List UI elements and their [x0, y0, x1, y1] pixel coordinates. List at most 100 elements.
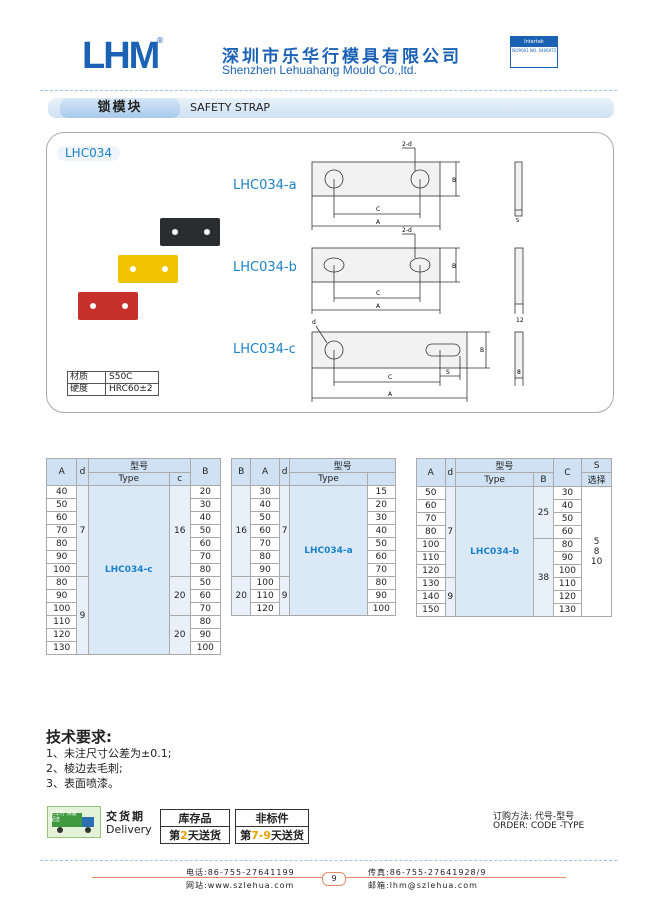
- cell: 120: [45, 628, 78, 642]
- cell: 130: [45, 641, 78, 655]
- drawing-a: [311, 147, 523, 230]
- registered-mark: ®: [156, 36, 164, 45]
- cell: 110: [250, 589, 280, 603]
- col-b: B: [230, 458, 252, 486]
- custom-days: 第7-9天送货: [236, 827, 308, 843]
- cell: 100: [45, 602, 78, 616]
- cell: 7: [278, 485, 291, 577]
- dim-s-c: S: [446, 369, 450, 376]
- dim-c-c: C: [388, 374, 392, 381]
- variant-label-b: LHC034-b: [233, 260, 297, 275]
- hardness-label: 硬度: [68, 384, 106, 395]
- stock-title: 库存品: [161, 810, 229, 827]
- col-a: A: [45, 458, 78, 486]
- cell: 20: [189, 485, 222, 499]
- delivery-label-en: Delivery: [106, 823, 152, 836]
- footer-rule-left: [92, 877, 322, 878]
- cell: 50: [189, 524, 222, 538]
- cell: 80: [416, 525, 446, 539]
- cell: 70: [189, 550, 222, 564]
- technical-drawings: 2-d C A B S 2-d C A B 12 d C A S: [311, 141, 524, 402]
- variant-label-a: LHC034-a: [233, 178, 297, 193]
- section-title-en: SAFETY STRAP: [190, 101, 270, 114]
- stock-pre: 第: [169, 829, 181, 842]
- cell: 30: [552, 486, 583, 500]
- order-method-cn: 订购方法: 代号-型号: [493, 812, 575, 822]
- footer-phone: 电话:86-755-27641199: [186, 868, 295, 877]
- cell: 60: [45, 511, 78, 525]
- col-b: B: [533, 472, 554, 487]
- hole-label-a: 2-d: [402, 141, 412, 148]
- header-divider: [40, 90, 617, 91]
- type-cell: LHC034-c: [87, 485, 170, 655]
- footer-email[interactable]: 邮箱:lhm@szlehua.com: [368, 881, 478, 890]
- red-strap-photo: [78, 292, 138, 320]
- delivery-label-cn: 交货期: [106, 810, 145, 823]
- product-panel: [46, 132, 614, 413]
- col-d: d: [76, 458, 89, 486]
- cert-number: ISO9001 NO. 0406072: [511, 48, 557, 53]
- company-logo: LHM: [82, 35, 160, 77]
- col-d: d: [444, 458, 457, 487]
- cell: 38: [533, 538, 554, 617]
- cell: 40: [189, 511, 222, 525]
- custom-title: 非标件: [236, 810, 308, 827]
- cell: 60: [552, 525, 583, 539]
- cell: 110: [416, 551, 446, 565]
- cell: 9: [278, 576, 291, 616]
- cert-brand: Intertek: [511, 37, 557, 47]
- cell: 30: [189, 498, 222, 512]
- footer-website[interactable]: 网站:www.szlehua.com: [186, 881, 295, 890]
- truck-text: 乐华行 快速配送: [50, 811, 77, 823]
- cell: 110: [552, 577, 583, 591]
- cell: 80: [189, 563, 222, 577]
- footer-divider: [40, 860, 617, 861]
- s-option: 10: [590, 556, 603, 567]
- cell: 80: [45, 576, 78, 590]
- cell: 40: [552, 499, 583, 513]
- company-name-en: Shenzhen Lehuahang Mould Co.,ltd.: [222, 63, 417, 77]
- cell: 50: [45, 498, 78, 512]
- dim-c-b: C: [376, 290, 380, 297]
- s-option: 8: [593, 546, 600, 557]
- hole-label-b: 2-d: [402, 227, 412, 234]
- custom-pre: 第: [240, 829, 252, 842]
- col-s: S: [581, 458, 612, 473]
- col-select: 选择: [581, 472, 612, 487]
- cell: 20: [168, 576, 191, 616]
- hole-label-c: d: [312, 319, 316, 326]
- requirements-title: 技术要求:: [46, 728, 112, 746]
- cell: 60: [366, 550, 397, 564]
- stock-post: 天送货: [187, 829, 221, 842]
- cell: 120: [416, 564, 446, 578]
- cell: 16: [168, 485, 191, 577]
- cell: 150: [416, 603, 446, 617]
- type-cell: LHC034-b: [455, 486, 535, 617]
- col-d: d: [278, 458, 291, 486]
- requirement-item: 1、未注尺寸公差为±0.1;: [46, 747, 172, 760]
- cell: 80: [366, 576, 397, 590]
- cell: 120: [250, 602, 280, 616]
- cell: 90: [45, 589, 78, 603]
- cell: 70: [45, 524, 78, 538]
- black-strap-photo: [160, 218, 220, 246]
- cell: 70: [366, 563, 397, 577]
- cell: 70: [250, 537, 280, 551]
- cell: 40: [45, 485, 78, 499]
- cell: 25: [533, 486, 554, 539]
- drawing-b: [311, 233, 524, 314]
- cell: 80: [250, 550, 280, 564]
- cell: 100: [45, 563, 78, 577]
- cell: 140: [416, 590, 446, 604]
- footer-fax: 传真:86-755-27641928/9: [368, 868, 487, 877]
- col-model: 型号: [289, 458, 396, 473]
- cell: 70: [189, 602, 222, 616]
- cell: 30: [366, 511, 397, 525]
- dim-8-c: 8: [517, 369, 521, 376]
- cell: 80: [45, 537, 78, 551]
- cell: 50: [189, 576, 222, 590]
- hardness-value: HRC60±2: [109, 384, 153, 394]
